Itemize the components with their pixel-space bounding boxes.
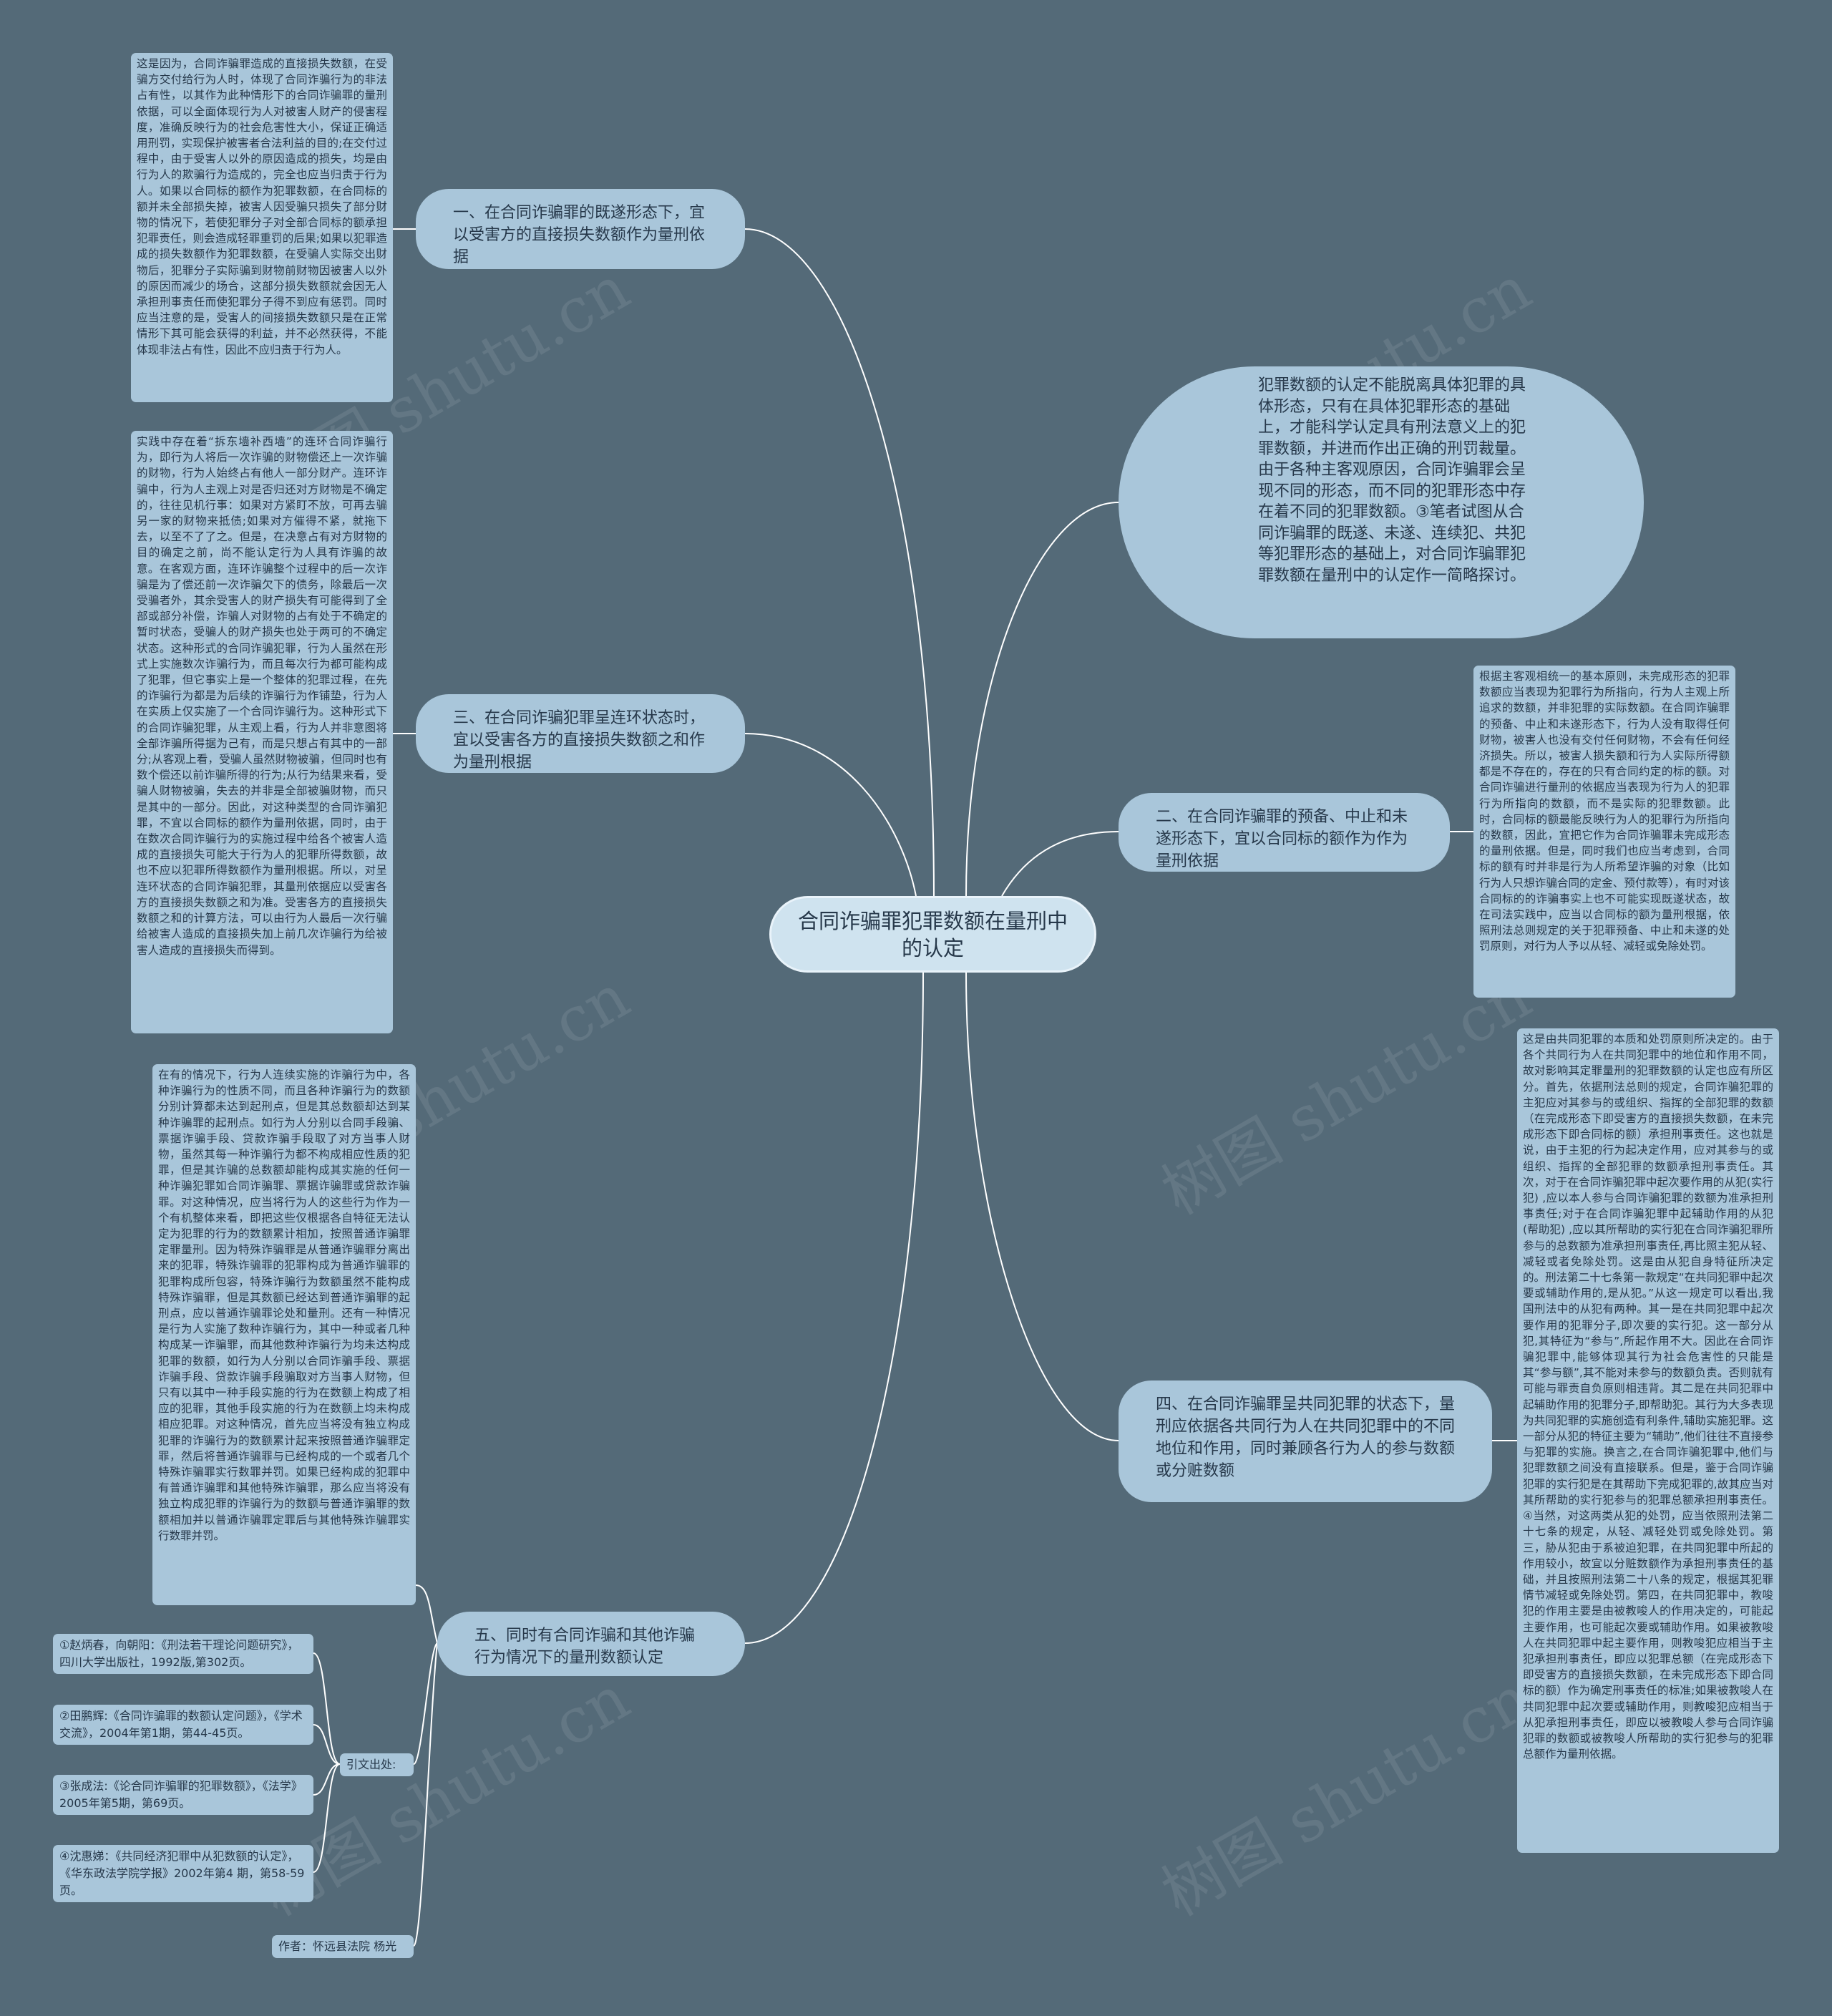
link-reflabel-ref2 — [313, 1724, 341, 1765]
link-root-b2 — [1001, 831, 1119, 897]
link-reflabel-ref3 — [313, 1763, 341, 1796]
intro-node[interactable]: 犯罪数额的认定不能脱离具体犯罪的具体形态，只有在具体犯罪形态的基础上，才能科学认… — [1119, 366, 1644, 638]
link-b5-leaf — [415, 1584, 438, 1644]
link-root-intro — [965, 502, 1119, 897]
link-reflabel-ref1 — [313, 1652, 341, 1765]
branch-1-node[interactable]: 一、在合同诈骗罪的既遂形态下，宜以受害方的直接损失数额作为量刑依据 — [416, 189, 745, 269]
root-topic[interactable]: 合同诈骗罪犯罪数额在量刑中的认定 — [769, 896, 1096, 973]
link-root-b4 — [965, 972, 1119, 1441]
references-label[interactable]: 引文出处: — [340, 1753, 414, 1776]
branch-3-node[interactable]: 三、在合同诈骗犯罪呈连环状态时，宜以受害各方的直接损失数额之和作为量刑根据 — [416, 694, 745, 773]
author-node[interactable]: 作者：怀远县法院 杨光 — [272, 1935, 414, 1958]
branch-4-node[interactable]: 四、在合同诈骗罪呈共同犯罪的状态下，量刑应依据各共同行为人在共同犯罪中的不同地位… — [1119, 1380, 1492, 1502]
link-b5-reflabel — [413, 1642, 438, 1765]
branch-2-node[interactable]: 二、在合同诈骗罪的预备、中止和未遂形态下，宜以合同标的额作为作为量刑依据 — [1119, 793, 1450, 872]
branch-4-detail[interactable]: 这是由共同犯罪的本质和处罚原则所决定的。由于各个共同行为人在共同犯罪中的地位和作… — [1517, 1028, 1779, 1853]
branch-1-detail[interactable]: 这是因为，合同诈骗罪造成的直接损失数额，在受骗方交付给行为人时，体现了合同诈骗行… — [131, 53, 393, 402]
link-root-b1 — [744, 228, 935, 897]
reference-item-1[interactable]: ①赵炳春，向朝阳：《刑法若干理论问题研究》，四川大学出版社，1992版,第302… — [53, 1634, 313, 1674]
link-b5-author — [413, 1642, 438, 1947]
link-reflabel-ref4 — [313, 1763, 341, 1873]
link-root-b5 — [744, 972, 924, 1644]
branch-2-detail[interactable]: 根据主客观相统一的基本原则，未完成形态的犯罪数额应当表现为犯罪行为所指向，行为人… — [1473, 666, 1735, 998]
link-root-b3 — [744, 733, 917, 897]
branch-5-node[interactable]: 五、同时有合同诈骗和其他诈骗行为情况下的量刑数额认定 — [437, 1612, 745, 1676]
branch-5-detail[interactable]: 在有的情况下，行为人连续实施的诈骗行为中，各种诈骗行为的性质不同，而且各种诈骗行… — [152, 1064, 416, 1605]
reference-item-2[interactable]: ②田鹏辉:《合同诈骗罪的数额认定问题》，《学术交流》，2004年第1期，第44-… — [53, 1705, 313, 1745]
reference-item-4[interactable]: ④沈惠娣：《共同经济犯罪中从犯数额的认定》，《华东政法学院学报》2002年第4 … — [53, 1845, 313, 1902]
reference-item-3[interactable]: ③张成法:《论合同诈骗罪的犯罪数额》，《法学》2005年第5期，第69页。 — [53, 1775, 313, 1815]
branch-3-detail[interactable]: 实践中存在着“拆东墙补西墙”的连环合同诈骗行为，即行为人将后一次诈骗的财物偿还上… — [131, 431, 393, 1033]
